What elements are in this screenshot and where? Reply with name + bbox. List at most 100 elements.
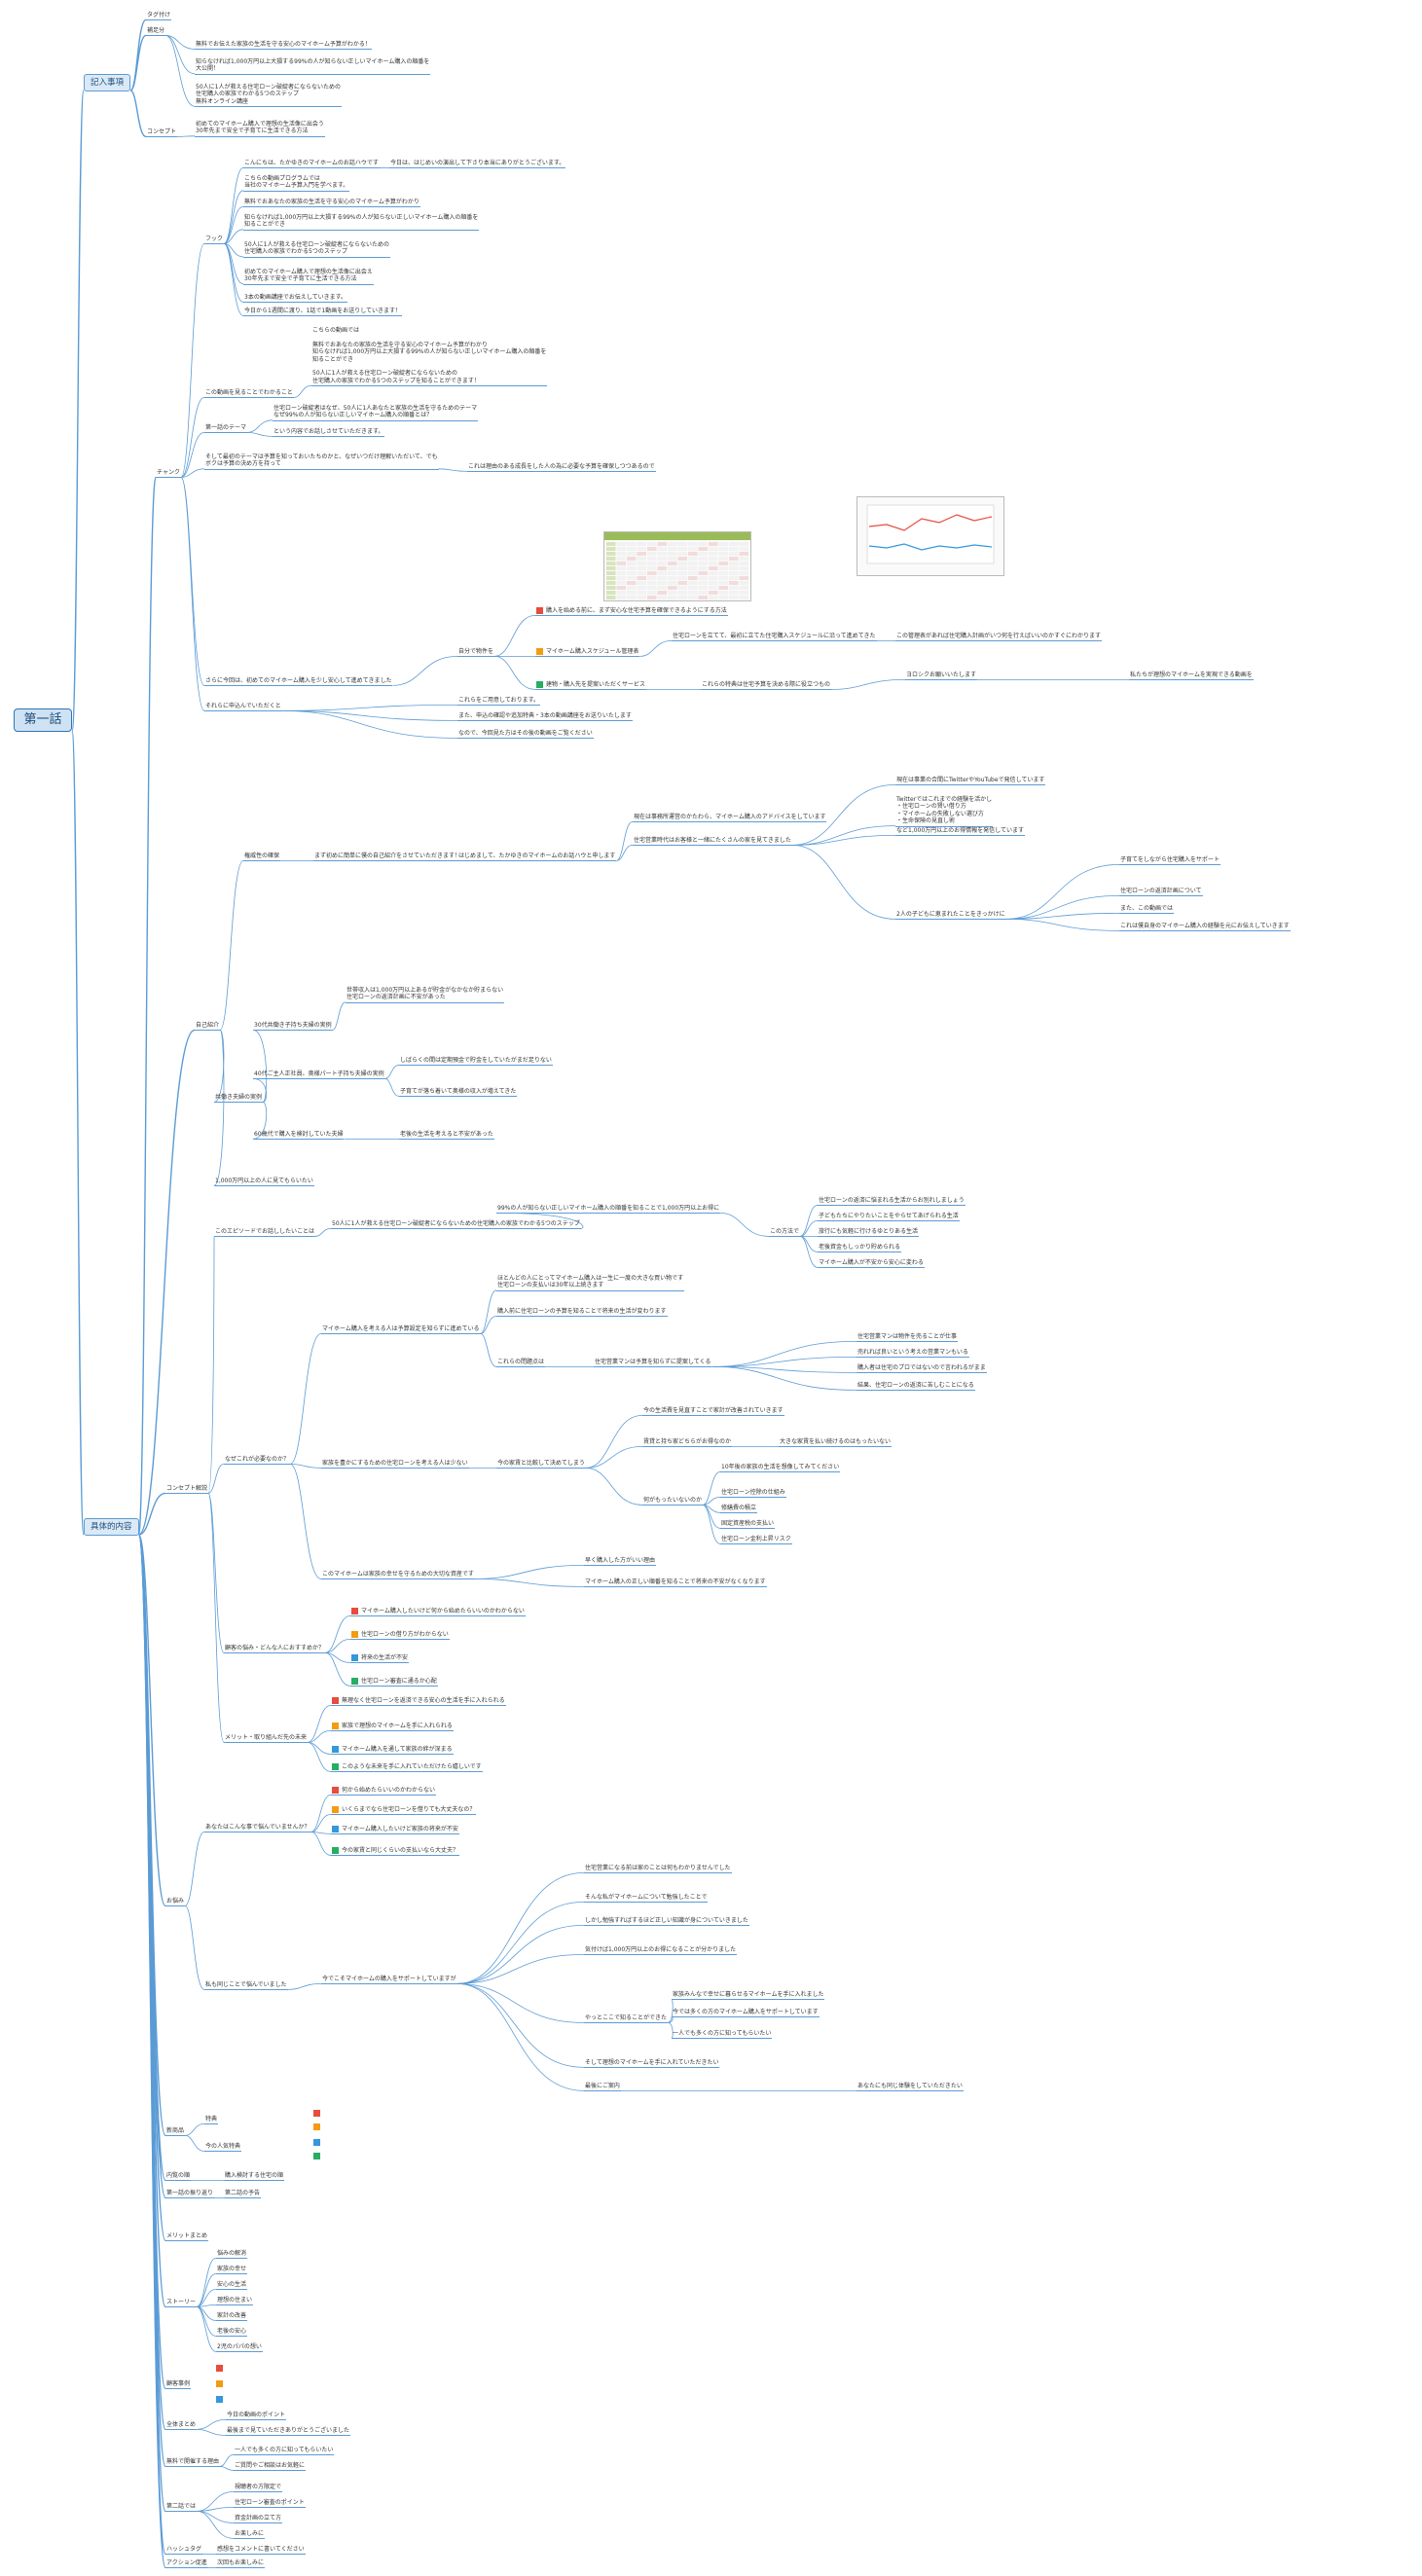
node-hashtag[interactable]: ハッシュタグ (165, 2546, 203, 2556)
table-cell (739, 566, 748, 570)
node-overall-1: 今日の動画のポイント (226, 2412, 287, 2421)
table-cell (709, 562, 718, 565)
table-cell (637, 596, 646, 599)
table-cell (616, 586, 626, 590)
connector-line (196, 2511, 235, 2539)
connector-line (196, 2306, 217, 2352)
node-viewing[interactable]: 内覧の順 (165, 2172, 192, 2182)
connector-line (289, 1464, 322, 1579)
node-review[interactable]: 第一話の振り返り (165, 2190, 215, 2199)
node-why-1b: 購入前に住宅ローンの予算を知ることで将来の生活が変わります (496, 1308, 668, 1318)
branch-notes[interactable]: 記入事項 (84, 74, 131, 91)
table-cell (668, 562, 677, 565)
table-cell (688, 557, 698, 561)
node-free-reason[interactable]: 無料で開催する理由 (165, 2458, 221, 2468)
table-cell (739, 557, 748, 561)
node-customer-cases[interactable]: 顧客事例 (165, 2380, 192, 2390)
table-cell (698, 571, 708, 575)
node-intro-10: 住宅ローンの返済計画について (1119, 888, 1203, 897)
bonus-2-label: マイホーム購入スケジュール管理表 (546, 648, 639, 655)
node-intro-1: まず初めに簡単に僕の自己紹介をさせていただきます！ (313, 853, 462, 862)
table-cell (677, 542, 687, 546)
node-tag[interactable]: タグ付け (146, 12, 172, 21)
node-merit-4: このような未来を手に入れていただけたら嬉しいです (331, 1763, 483, 1773)
node-merit-summary[interactable]: メリットまとめ (165, 2232, 209, 2242)
connector-line (281, 710, 458, 721)
connector-line (384, 1065, 400, 1079)
node-self-intro[interactable]: 自己紹介 (195, 1022, 221, 1032)
table-cell (729, 557, 739, 561)
merit-4-label: このような未来を手に入れていただけたら嬉しいです (342, 1763, 482, 1770)
node-next-episode[interactable]: 第二話では (165, 2503, 198, 2513)
connector-line (493, 615, 536, 657)
table-cell (637, 562, 646, 565)
branch-content[interactable]: 具体的内容 (84, 1518, 139, 1536)
table-cell (729, 547, 739, 551)
table-cell (718, 562, 728, 565)
node-worry-q[interactable]: あなたはこんな事で悩んでいませんか？ (204, 1824, 311, 1833)
node-concept[interactable]: コンセプト (146, 128, 178, 138)
node-why-1g: 購入者は住宅のプロではないので言われるがまま (857, 1364, 987, 1374)
blue-flag-icon (216, 2396, 223, 2403)
node-hook-1a: 今日は、はじめいの演出して下さり本当にありがとうございます。 (389, 160, 566, 169)
connector-line (71, 730, 85, 1536)
node-worries[interactable]: お悩み (165, 1898, 186, 1907)
node-why[interactable]: なぜこれが必要なのか？ (224, 1456, 291, 1466)
table-cell (657, 542, 667, 546)
node-bonus-3b: ヨロシクお願いいたします (905, 671, 978, 681)
node-case-2[interactable]: 40代ご主人正社員、奥様パート子持ち夫婦の実例 (253, 1070, 385, 1080)
table-cell (657, 596, 667, 599)
node-concept-explain[interactable]: コンセプト解説 (165, 1485, 209, 1495)
node-chunk[interactable]: チャンク (156, 469, 181, 479)
node-case-3[interactable]: 60歳代で購入を検討していた夫婦 (253, 1131, 345, 1141)
root-node[interactable]: 第一話 (14, 708, 72, 732)
node-learn[interactable]: この動画を見ることでわかること (204, 389, 294, 399)
connector-line (164, 35, 196, 75)
node-why-1d: 住宅営業マンは予算を知らずに提案してくる (594, 1359, 712, 1368)
node-own-search[interactable]: 自分で物件を (457, 648, 495, 658)
table-cell (729, 581, 739, 585)
node-why-2j: 住宅ローン金利上昇リスク (720, 1536, 792, 1545)
node-story[interactable]: ストーリー (165, 2299, 198, 2308)
connector-line (252, 1102, 268, 1140)
orange-flag-icon (332, 1723, 339, 1729)
connector-line (456, 1983, 585, 2091)
pain-4-label: 住宅ローン審査に通るか心配 (361, 1678, 437, 1685)
node-authority[interactable]: 権威性の確保 (243, 853, 281, 862)
connector-line (207, 1464, 225, 1494)
connector-line (223, 190, 244, 244)
table-cell (688, 576, 698, 580)
node-overall-summary[interactable]: 全体まとめ (165, 2421, 198, 2431)
node-next: なので、今回見た方はその後の動画をご覧ください (457, 730, 594, 740)
node-new-product[interactable]: 新商品 (165, 2127, 186, 2137)
node-case-1[interactable]: 30代共働き子持ち夫婦の実例 (253, 1022, 333, 1032)
node-case-group[interactable]: 共働き夫婦の実例 (214, 1094, 264, 1104)
node-theme[interactable]: 第一話のテーマ (204, 424, 248, 434)
connector-line (456, 1925, 585, 1984)
node-theme-text: 住宅ローン破綻者はなぜ、50人に1人あなたと家族の生活を守るためのテーマ なぜ9… (273, 405, 479, 421)
table-cell (698, 596, 708, 599)
node-same[interactable]: 私も同じことで悩んでいました (204, 1981, 288, 1991)
table-cell (698, 576, 708, 580)
connector-line (137, 1534, 166, 1907)
node-supplement[interactable]: 補足分 (146, 27, 166, 37)
node-pains[interactable]: 顧客の悩み・どんな人におすすめか？ (224, 1645, 326, 1654)
connector-line (474, 1578, 585, 1587)
node-intro-12: これは僕自身のマイホーム購入の経験を元にお伝えしていきます (1119, 923, 1291, 932)
orange-flag-icon (216, 2380, 223, 2387)
connector-line (307, 1742, 332, 1772)
table-cell (668, 557, 677, 561)
table-cell (647, 552, 657, 556)
node-hook-5: 50人に1人が救える住宅ローン破綻者にならないための 住宅購入の家族でわかる5つ… (243, 241, 390, 258)
node-hook[interactable]: フック (204, 236, 225, 245)
node-episode[interactable]: このエピソードでお話ししたいことは (214, 1228, 316, 1238)
node-action[interactable]: アクション促進 (165, 2559, 208, 2569)
table-cell (698, 562, 708, 565)
node-same-11: 最後にご案内 (584, 2083, 621, 2092)
table-cell (698, 591, 708, 595)
connector-line (281, 710, 458, 739)
node-same-2: 住宅営業になる前は家のことは何もわかりませんでした (584, 1865, 732, 1874)
connector-line (314, 1228, 332, 1237)
node-merits[interactable]: メリット・取り組んだ先の未来 (224, 1734, 309, 1744)
node-story-5: 家計の改善 (216, 2312, 248, 2322)
